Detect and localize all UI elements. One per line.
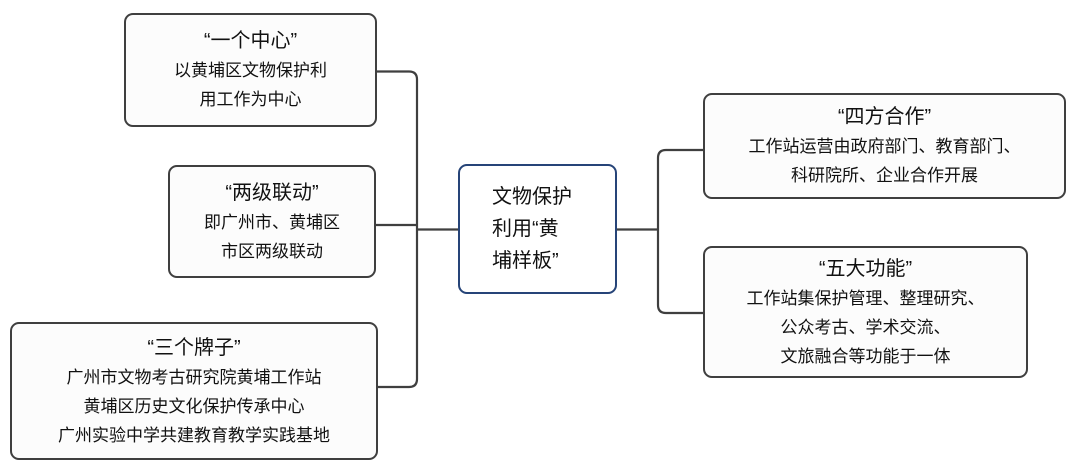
node-title: “四方合作” — [837, 106, 932, 128]
node-four-party-cooperation: “四方合作” 工作站运营由政府部门、教育部门、 科研院所、企业合作开展 — [703, 93, 1066, 199]
node-center-huangpu-model: 文物保护 利用“黄 埔样板” — [458, 164, 617, 294]
node-title: “两级联动” — [225, 181, 319, 204]
node-body-line: 工作站集保护管理、整理研究、 — [746, 288, 985, 308]
node-title: “三个牌子” — [147, 336, 241, 359]
node-body-line: 广州实验中学共建教育教学实践基地 — [58, 425, 330, 445]
node-body-line: 文旅融合等功能于一体 — [780, 346, 951, 366]
node-body-line: 用工作为中心 — [199, 90, 302, 109]
center-node-line: 利用“黄 — [492, 218, 559, 240]
node-one-center: “一个中心” 以黄埔区文物保护利 用工作为中心 — [124, 13, 377, 127]
node-body-line: 以黄埔区文物保护利 — [174, 61, 327, 80]
node-body-line: 即广州市、黄埔区 — [204, 212, 340, 232]
node-two-level-linkage: “两级联动” 即广州市、黄埔区 市区两级联动 — [168, 165, 376, 278]
node-body-line: 科研院所、企业合作开展 — [791, 166, 978, 185]
node-body-line: 公众考古、学术交流、 — [780, 317, 951, 337]
node-body-line: 市区两级联动 — [221, 241, 323, 261]
node-body-line: 黄埔区历史文化保护传承中心 — [83, 396, 305, 416]
node-five-functions: “五大功能” 工作站集保护管理、整理研究、 公众考古、学术交流、 文旅融合等功能… — [703, 246, 1028, 378]
center-node-line: 文物保护 — [492, 186, 572, 208]
connector-right-bracket — [656, 148, 703, 315]
node-three-plates: “三个牌子” 广州市文物考古研究院黄埔工作站 黄埔区历史文化保护传承中心 广州实… — [10, 322, 378, 460]
node-title: “一个中心” — [203, 30, 298, 52]
node-body-line: 工作站运营由政府部门、教育部门、 — [748, 137, 1021, 156]
center-node-line: 埔样板” — [492, 250, 559, 272]
node-body-line: 广州市文物考古研究院黄埔工作站 — [66, 367, 322, 387]
node-title: “五大功能” — [818, 257, 913, 280]
connector-left-bracket — [377, 70, 419, 389]
